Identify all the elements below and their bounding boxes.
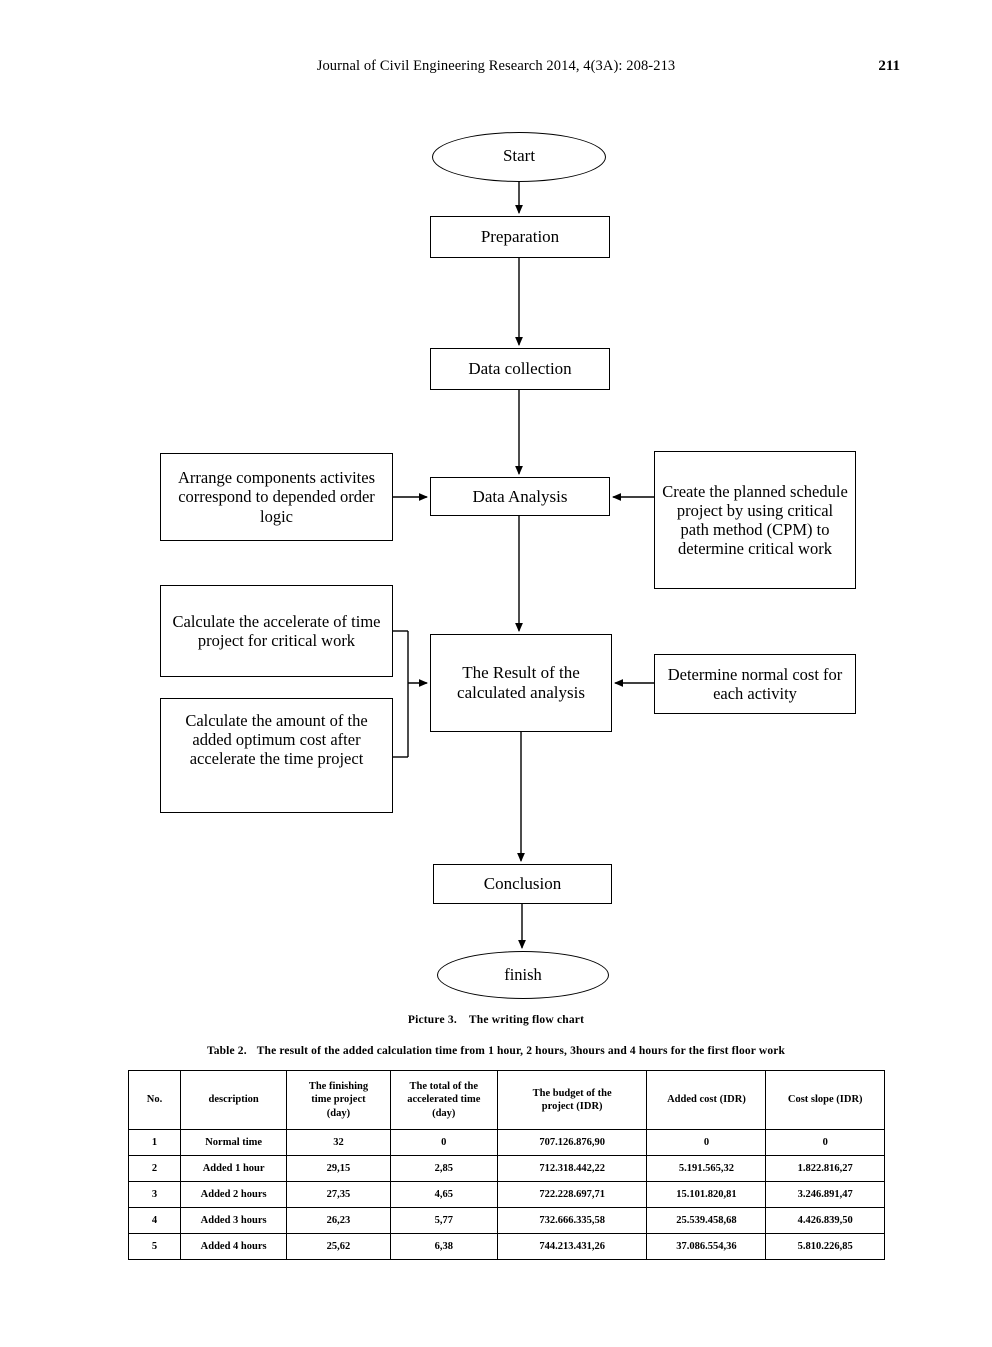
cell-accelerated-time: 0	[389, 1129, 498, 1156]
cell-cost-slope: 4.426.839,50	[765, 1207, 885, 1234]
cell-added-cost: 15.101.820,81	[646, 1181, 767, 1208]
cell-accelerated-time: 6,38	[389, 1233, 498, 1260]
flowchart-connectors	[393, 157, 654, 949]
cell-finishing-time: 25,62	[286, 1233, 391, 1260]
col-header-description: description	[180, 1070, 288, 1130]
cell-description: Added 2 hours	[180, 1181, 288, 1208]
cell-description: Added 1 hour	[180, 1155, 288, 1182]
cell-cost-slope: 1.822.816,27	[765, 1155, 885, 1182]
picture-caption-label: Picture 3.	[407, 1014, 457, 1026]
page-header: Journal of Civil Engineering Research 20…	[0, 58, 992, 82]
cell-added-cost: 5.191.565,32	[646, 1155, 767, 1182]
flow-node-calculate-accelerate-time-label: Calculate the accelerate of time project…	[172, 611, 381, 650]
cell-accelerated-time: 5,77	[389, 1207, 498, 1234]
col-header-no: No.	[127, 1070, 182, 1130]
flow-chart-figure: Start Preparation Data collection Arrang…	[160, 132, 856, 999]
picture-caption: Picture 3. The writing flow chart	[0, 1014, 992, 1026]
col-header-cost-slope: Cost slope (IDR)	[765, 1070, 885, 1130]
flow-node-create-schedule-cpm-label: Create the planned schedule project by u…	[662, 481, 848, 559]
journal-header-title: Journal of Civil Engineering Research 20…	[316, 58, 676, 74]
flow-node-data-analysis-label: Data Analysis	[472, 486, 568, 506]
cell-accelerated-time: 2,85	[389, 1155, 498, 1182]
flow-node-arrange-components[interactable]: Arrange components activites correspond …	[160, 453, 393, 541]
cell-cost-slope: 3.246.891,47	[765, 1181, 885, 1208]
flow-node-finish[interactable]: finish	[437, 951, 609, 999]
cell-finishing-time: 29,15	[286, 1155, 391, 1182]
flow-node-determine-normal-cost-label: Determine normal cost for each activity	[667, 664, 843, 703]
flow-node-data-collection-label: Data collection	[468, 359, 572, 379]
flow-node-determine-normal-cost[interactable]: Determine normal cost for each activity	[654, 654, 856, 714]
flow-node-start[interactable]: Start	[432, 132, 606, 182]
cell-added-cost: 0	[646, 1129, 767, 1156]
cell-no: 1	[127, 1129, 182, 1156]
flow-node-calculate-accelerate-time[interactable]: Calculate the accelerate of time project…	[160, 585, 393, 677]
cell-cost-slope: 0	[765, 1129, 885, 1156]
cell-no: 2	[127, 1155, 182, 1182]
cell-description: Added 4 hours	[180, 1233, 288, 1260]
flow-node-start-label: Start	[502, 146, 536, 166]
table-caption: Table 2. The result of the added calculat…	[0, 1045, 992, 1057]
flow-node-data-analysis[interactable]: Data Analysis	[430, 477, 610, 516]
cell-budget: 744.213.431,26	[496, 1233, 648, 1260]
flow-node-preparation[interactable]: Preparation	[430, 216, 610, 258]
flow-node-calculate-added-optimum-cost[interactable]: Calculate the amount of the added optimu…	[160, 698, 393, 813]
flow-node-finish-label: finish	[504, 965, 542, 985]
cell-added-cost: 37.086.554,36	[646, 1233, 767, 1260]
page-number: 211	[878, 58, 900, 74]
flow-node-conclusion[interactable]: Conclusion	[433, 864, 612, 904]
flow-node-result-calculated-analysis-label: The Result of the calculated analysis	[457, 663, 585, 702]
flow-node-result-calculated-analysis[interactable]: The Result of the calculated analysis	[430, 634, 612, 732]
flow-node-conclusion-label: Conclusion	[483, 874, 562, 894]
flow-node-preparation-label: Preparation	[480, 227, 560, 247]
cell-finishing-time: 26,23	[286, 1207, 391, 1234]
cell-added-cost: 25.539.458,68	[646, 1207, 767, 1234]
cell-no: 5	[127, 1233, 182, 1260]
cell-budget: 707.126.876,90	[496, 1129, 648, 1156]
flow-node-create-schedule-cpm[interactable]: Create the planned schedule project by u…	[654, 451, 856, 589]
table-caption-text: The result of the added calculation time…	[256, 1045, 786, 1057]
cell-finishing-time: 32	[286, 1129, 391, 1156]
cell-cost-slope: 5.810.226,85	[765, 1233, 885, 1260]
cell-no: 4	[127, 1207, 182, 1234]
flow-node-calculate-added-optimum-cost-label: Calculate the amount of the added optimu…	[185, 710, 368, 769]
cell-budget: 722.228.697,71	[496, 1181, 648, 1208]
flow-node-arrange-components-label: Arrange components activites correspond …	[177, 468, 376, 526]
cell-budget: 732.666.335,58	[496, 1207, 648, 1234]
table-caption-label: Table 2.	[206, 1045, 247, 1057]
cell-finishing-time: 27,35	[286, 1181, 391, 1208]
cell-description: Added 3 hours	[180, 1207, 288, 1234]
cell-no: 3	[127, 1181, 182, 1208]
cell-description: Normal time	[180, 1129, 288, 1156]
picture-caption-text: The writing flow chart	[468, 1014, 585, 1026]
cell-budget: 712.318.442,22	[496, 1155, 648, 1182]
flow-node-data-collection[interactable]: Data collection	[430, 348, 610, 390]
col-header-added-cost: Added cost (IDR)	[646, 1070, 767, 1130]
cell-accelerated-time: 4,65	[389, 1181, 498, 1208]
